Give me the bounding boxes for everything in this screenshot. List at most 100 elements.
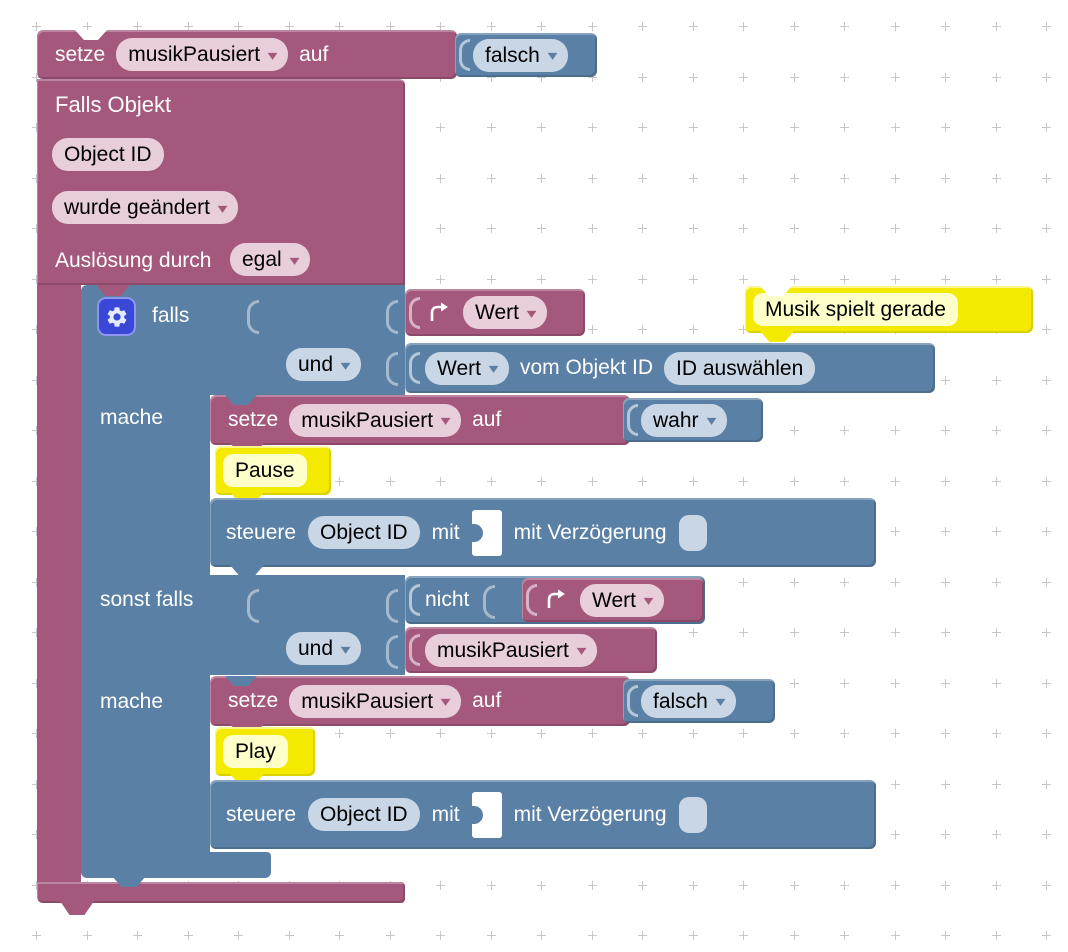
label-mit-verzoegerung: mit Verzögerung <box>513 520 667 544</box>
empty-value-socket[interactable] <box>471 509 502 556</box>
top-notch <box>225 676 257 686</box>
dropdown-caret-icon: ▾ <box>706 412 716 428</box>
dropdown-caret-icon: ▾ <box>217 199 228 216</box>
top-notch <box>760 286 792 296</box>
and-input1-socket <box>386 300 398 334</box>
and-input2-socket <box>386 352 398 386</box>
if-block-foot[interactable] <box>81 852 271 878</box>
dropdown-caret-icon: ▾ <box>340 356 351 373</box>
dropdown-caret-icon: ▾ <box>289 251 300 268</box>
keyword-mache-2: mache <box>100 690 164 713</box>
comment-bottom-tab <box>230 774 264 785</box>
value-tab <box>409 584 420 616</box>
comment-bottom-tab <box>230 492 264 503</box>
keyword-mache-1: mache <box>100 406 164 429</box>
keyword-setze: setze <box>228 408 279 431</box>
keyword-steuere: steuere <box>226 520 297 544</box>
rule-trigger-block-header[interactable]: Falls Objekt Object ID wurde geändert ▾ … <box>37 79 405 285</box>
value-tab <box>409 352 420 384</box>
logic-boolean-block[interactable]: falsch ▾ <box>623 679 775 723</box>
dropdown-caret-icon: ▾ <box>440 412 451 428</box>
send-command-block-1[interactable]: steuere Object ID mit mit Verzögerung <box>210 498 876 567</box>
comment-block-play[interactable]: Play <box>215 727 315 776</box>
keyword-falls: falls <box>152 304 190 327</box>
variable-get-block[interactable]: musikPausiert ▾ <box>405 627 657 673</box>
rule-block-left-spine[interactable] <box>37 285 81 882</box>
keyword-mit: mit <box>431 802 460 826</box>
boolean-dropdown[interactable]: wahr ▾ <box>641 403 727 437</box>
comment-block-floating[interactable]: Musik spielt gerade <box>745 286 1033 333</box>
dropdown-caret-icon: ▾ <box>576 642 587 658</box>
dropdown-caret-icon: ▾ <box>715 693 726 709</box>
keyword-setze: setze <box>228 689 279 712</box>
if-block-then1-wall[interactable] <box>81 395 210 575</box>
trigger-label: Auslösung durch <box>55 249 212 272</box>
dropdown-caret-icon: ▾ <box>440 693 451 709</box>
block-bottom-tab <box>230 565 264 576</box>
comment-block-pause[interactable]: Pause <box>215 446 331 495</box>
object-id-field[interactable]: Object ID <box>308 798 420 831</box>
top-notch <box>75 30 107 40</box>
keyword-sonst-falls: sonst falls <box>100 588 194 611</box>
rule-block-bottom-bar[interactable] <box>37 882 405 903</box>
variable-dropdown[interactable]: musikPausiert ▾ <box>289 684 462 718</box>
context-value-dropdown[interactable]: Wert ▾ <box>580 583 664 617</box>
boolean-dropdown[interactable]: falsch ▾ <box>473 38 568 72</box>
object-id-picker-field[interactable]: ID auswählen <box>664 351 816 385</box>
set-variable-block-then1[interactable]: setze musikPausiert ▾ auf <box>210 395 630 445</box>
trigger-dropdown[interactable]: egal ▾ <box>230 243 310 276</box>
if-condition-socket <box>247 300 259 334</box>
if-block-then2-wall[interactable] <box>81 675 210 852</box>
mutator-gear-icon[interactable] <box>97 297 136 336</box>
send-command-block-2[interactable]: steuere Object ID mit mit Verzögerung <box>210 780 876 849</box>
dropdown-caret-icon: ▾ <box>547 47 558 63</box>
logic-boolean-block[interactable]: falsch ▾ <box>455 33 597 77</box>
state-of-object-block[interactable]: Wert ▾ vom Objekt ID ID auswählen <box>405 343 935 393</box>
comment-text-field[interactable]: Pause <box>223 454 307 487</box>
comment-text-field[interactable]: Play <box>223 735 288 768</box>
statement-notch <box>96 285 130 296</box>
dropdown-caret-icon: ▾ <box>488 360 499 376</box>
dropdown-caret-icon: ▾ <box>340 640 351 657</box>
variable-dropdown[interactable]: musikPausiert ▾ <box>425 633 597 667</box>
rule-block-bottom-tab <box>60 901 94 915</box>
logic-operator-dropdown-2[interactable]: und ▾ <box>286 632 362 665</box>
label-vom-objekt-id: vom Objekt ID <box>519 356 654 379</box>
set-variable-block-top[interactable]: setze musikPausiert ▾ auf <box>37 30 457 79</box>
boolean-dropdown[interactable]: falsch ▾ <box>641 684 736 718</box>
keyword-steuere: steuere <box>226 802 297 826</box>
context-value-block-1[interactable]: Wert ▾ <box>405 289 585 336</box>
value-tab <box>409 634 420 666</box>
rule-change-dropdown[interactable]: wurde geändert ▾ <box>52 191 238 224</box>
value-tab <box>627 404 638 436</box>
rule-title: Falls Objekt <box>55 92 172 117</box>
context-value-dropdown[interactable]: Wert ▾ <box>463 296 547 329</box>
logic-boolean-block[interactable]: wahr ▾ <box>623 398 763 442</box>
variable-dropdown[interactable]: musikPausiert ▾ <box>289 403 462 437</box>
keyword-auf: auf <box>472 408 502 431</box>
top-notch <box>225 395 257 405</box>
and-input1-socket <box>386 589 398 623</box>
value-tab <box>526 584 537 616</box>
keyword-nicht: nicht <box>425 588 470 611</box>
object-id-field[interactable]: Object ID <box>308 516 420 549</box>
rule-object-field[interactable]: Object ID <box>52 138 164 171</box>
keyword-auf: auf <box>472 689 502 712</box>
not-input-socket <box>483 585 495 619</box>
elseif-condition-socket <box>247 589 259 623</box>
comment-text-field[interactable]: Musik spielt gerade <box>753 293 958 326</box>
logic-operator-dropdown-1[interactable]: und ▾ <box>286 348 362 381</box>
empty-value-socket[interactable] <box>471 791 502 838</box>
delay-input-field[interactable] <box>678 796 707 833</box>
set-variable-block-then2[interactable]: setze musikPausiert ▾ auf <box>210 676 630 726</box>
dropdown-caret-icon: ▾ <box>643 592 654 608</box>
delay-input-field[interactable] <box>678 514 707 551</box>
state-value-dropdown[interactable]: Wert ▾ <box>425 351 509 385</box>
variable-dropdown[interactable]: musikPausiert ▾ <box>116 38 289 71</box>
value-tab <box>627 685 638 717</box>
return-arrow-icon <box>547 589 565 608</box>
comment-bottom-tab <box>760 331 794 342</box>
value-tab <box>409 296 420 329</box>
context-value-block-2[interactable]: Wert ▾ <box>522 578 704 622</box>
